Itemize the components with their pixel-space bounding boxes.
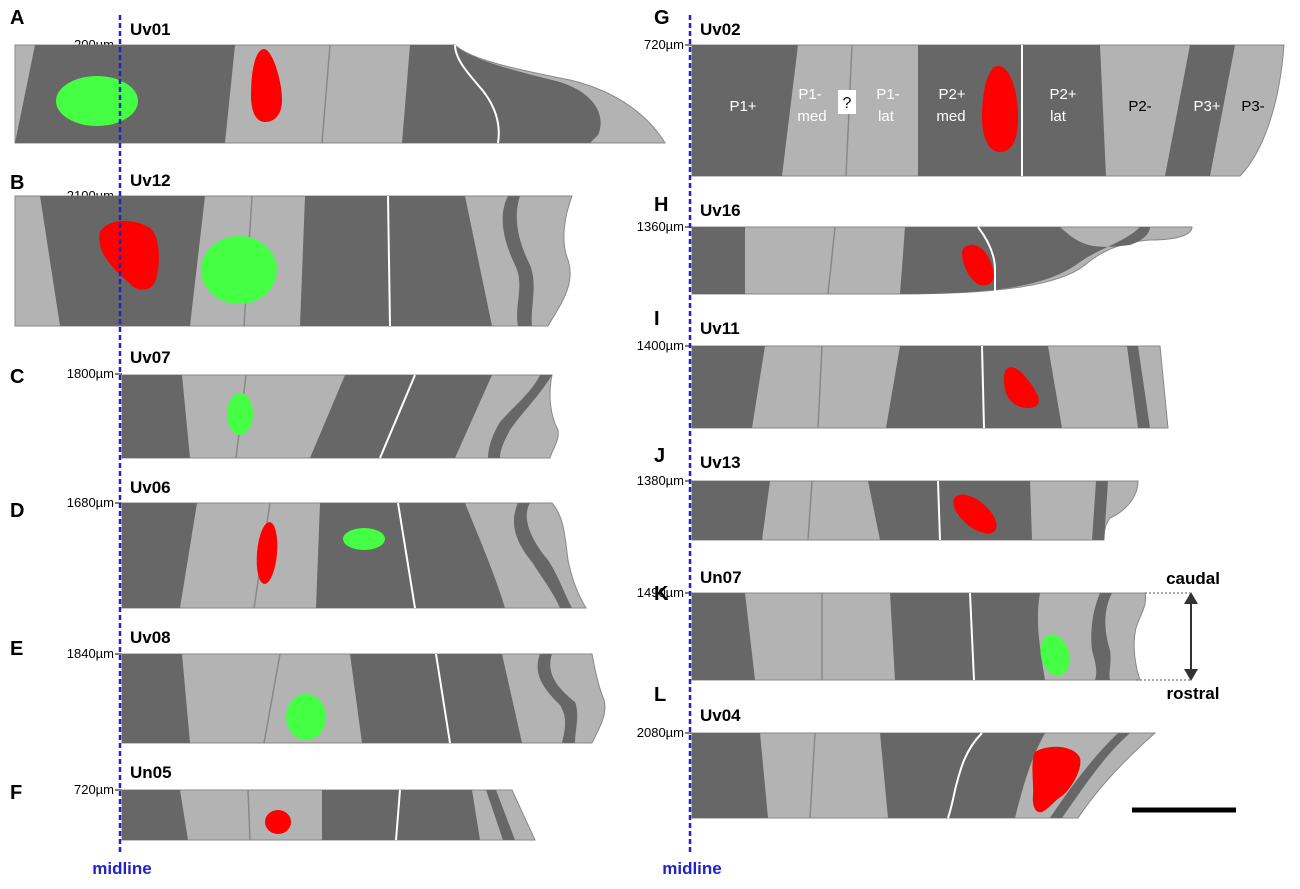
green-marker-k: [1040, 634, 1070, 676]
panel-letter-l: L: [654, 684, 666, 706]
midline-label-left: midline: [92, 859, 152, 878]
panel-letter-c: C: [10, 366, 24, 388]
green-marker-a: [56, 76, 138, 126]
panel-letter-g: G: [654, 7, 670, 29]
red-marker-a: [251, 49, 282, 122]
zone-label-p1minus-lat-bottom: lat: [878, 108, 895, 125]
zone-label-p2plus-lat-top: P2+: [1049, 86, 1076, 103]
panel-letter-d: D: [10, 500, 24, 522]
zone-label-p2plus-med-top: P2+: [938, 86, 965, 103]
panel-title-a: Uv01: [130, 20, 171, 39]
panel-title-k: Un07: [700, 568, 742, 587]
midline-label-right: midline: [662, 859, 722, 878]
panel-letter-a: A: [10, 7, 24, 29]
green-marker-d: [343, 528, 385, 550]
depth-label-d: 1680µm: [67, 495, 114, 510]
axis-label-rostral: rostral: [1167, 684, 1220, 703]
panel-letter-k: K: [654, 583, 669, 605]
panel-letter-j: J: [654, 445, 665, 467]
depth-label-i: 1400µm: [637, 338, 684, 353]
panel-h: H Uv16 1360µm: [637, 194, 1193, 295]
depth-label-e: 1840µm: [67, 646, 114, 661]
panel-title-f: Un05: [130, 763, 172, 782]
panel-a: A Uv01 200µm: [10, 7, 666, 144]
zone-label-p2plus-med-bottom: med: [936, 108, 965, 125]
red-marker-i: [1003, 367, 1039, 408]
panel-letter-b: B: [10, 172, 24, 194]
zone-label-p1minus-med-top: P1-: [798, 86, 821, 103]
panel-title-g: Uv02: [700, 20, 741, 39]
panel-title-b: Uv12: [130, 171, 171, 190]
panel-g: G Uv02 720µm P1+ P1- med ? P1- lat P2+ m…: [644, 7, 1285, 177]
depth-label-c: 1800µm: [67, 366, 114, 381]
panel-title-d: Uv06: [130, 478, 171, 497]
panel-b: B Uv12 2100µm: [10, 171, 573, 327]
depth-label-k: 1490µm: [637, 585, 684, 600]
axis-label-caudal: caudal: [1166, 569, 1220, 588]
zone-label-p1minus-lat-top: P1-: [876, 86, 899, 103]
panel-letter-h: H: [654, 194, 668, 216]
panel-d: D Uv06 1680µm: [10, 478, 587, 609]
panel-c: C Uv07 1800µm: [10, 348, 559, 459]
red-marker-j: [953, 494, 997, 534]
green-marker-b: [201, 236, 277, 304]
panel-e: E Uv08 1840µm: [10, 628, 606, 744]
panel-title-e: Uv08: [130, 628, 171, 647]
panel-title-j: Uv13: [700, 453, 741, 472]
zone-label-question: ?: [843, 95, 852, 112]
panel-letter-i: I: [654, 308, 660, 330]
panel-title-i: Uv11: [700, 319, 740, 338]
depth-label-h: 1360µm: [637, 219, 684, 234]
zone-label-p3minus: P3-: [1241, 98, 1264, 115]
depth-label-f: 720µm: [74, 782, 114, 797]
panel-k: K Un07 1490µm caudal rostral: [637, 568, 1220, 703]
zone-label-p1plus: P1+: [729, 98, 756, 115]
panel-title-h: Uv16: [700, 201, 741, 220]
red-marker-h: [962, 244, 994, 286]
panel-j: J Uv13 1380µm: [637, 445, 1139, 541]
red-marker-b: [99, 220, 159, 290]
depth-label-g: 720µm: [644, 37, 684, 52]
panel-l: L Uv04 2080µm: [637, 684, 1236, 819]
depth-label-j: 1380µm: [637, 473, 684, 488]
panel-title-c: Uv07: [130, 348, 171, 367]
green-marker-c: [227, 393, 253, 435]
panel-title-l: Uv04: [700, 706, 741, 725]
red-marker-l: [1032, 746, 1081, 813]
depth-label-l: 2080µm: [637, 725, 684, 740]
red-marker-f: [265, 810, 291, 834]
question-box: [838, 90, 856, 114]
zone-label-p1minus-med-bottom: med: [797, 108, 826, 125]
red-marker-g: [982, 66, 1018, 152]
panel-i: I Uv11 1400µm: [637, 308, 1169, 429]
zone-label-p2minus: P2-: [1128, 98, 1151, 115]
red-marker-d: [256, 522, 278, 584]
panel-f: F Un05 720µm: [10, 763, 536, 841]
panel-letter-f: F: [10, 782, 22, 804]
zone-label-p2plus-lat-bottom: lat: [1050, 108, 1067, 125]
green-marker-e: [286, 694, 326, 740]
panel-letter-e: E: [10, 638, 23, 660]
zone-label-p3plus: P3+: [1193, 98, 1220, 115]
